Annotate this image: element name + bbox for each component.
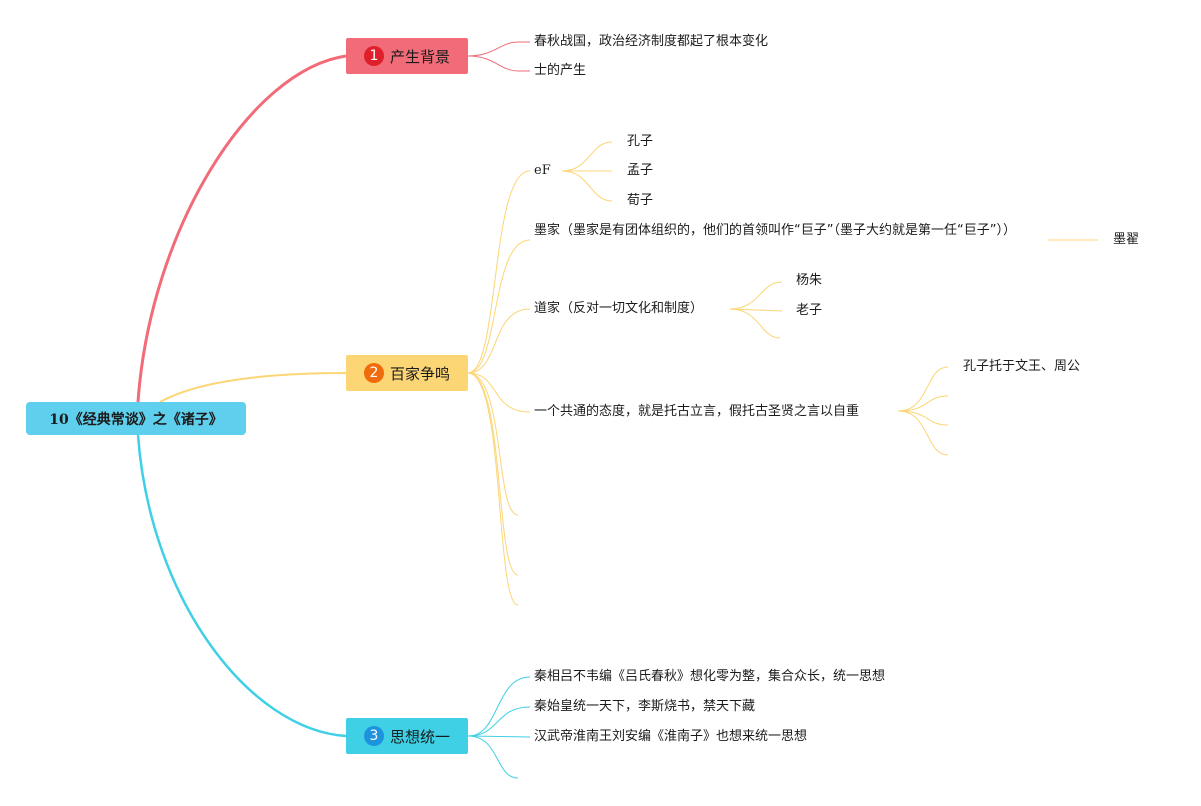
leaf-topic[interactable]: 春秋战国，政治经济制度都起了根本变化 bbox=[534, 34, 769, 49]
leaf-topic[interactable]: 秦相吕不韦编《吕氏春秋》想化零为整，集合众长，统一思想 bbox=[534, 669, 886, 684]
connector-b2-c6 bbox=[467, 372, 519, 576]
branch-unification-label: 思想统一 bbox=[389, 727, 450, 746]
connector-b2-c2 bbox=[467, 239, 531, 374]
connector-b2-c7 bbox=[467, 372, 519, 606]
connector-b2-c1 bbox=[467, 170, 531, 374]
connector-b3-l3 bbox=[467, 735, 531, 738]
connector-dao-1 bbox=[729, 281, 783, 310]
leaf-topic[interactable]: 汉武帝淮南王刘安编《淮南子》也想来统一思想 bbox=[534, 729, 808, 744]
connector-ef-3 bbox=[561, 170, 613, 202]
connector-root-branch2 bbox=[159, 372, 347, 403]
connector-b1-l1 bbox=[467, 41, 530, 57]
connector-b3-l2 bbox=[467, 706, 531, 737]
connector-b1-l2 bbox=[467, 55, 530, 72]
leaf-topic[interactable]: 荀子 bbox=[627, 193, 654, 208]
connector-root-branch3 bbox=[136, 434, 347, 738]
connector-root-branch1 bbox=[136, 54, 347, 403]
connector-ef-1 bbox=[561, 141, 613, 172]
leaf-topic[interactable]: 老子 bbox=[796, 303, 823, 318]
root-topic[interactable]: 10《经典常谈》之《诸子》 bbox=[26, 402, 246, 435]
leaf-topic-tuogu[interactable]: 一个共通的态度，就是托古立言，假托古圣贤之言以自重 bbox=[534, 404, 860, 419]
connector-b2-c3 bbox=[467, 308, 531, 374]
connector-tuogu-4 bbox=[897, 410, 949, 456]
branch-unification[interactable]: 3 思想统一 bbox=[346, 718, 468, 754]
connector-tuogu-2 bbox=[897, 395, 949, 412]
leaf-topic[interactable]: 孔子 bbox=[627, 134, 654, 149]
leaf-topic[interactable]: 士的产生 bbox=[534, 63, 587, 78]
connector-dao-3 bbox=[729, 308, 781, 339]
priority-3-icon: 3 bbox=[363, 726, 384, 746]
leaf-topic[interactable]: 墨翟 bbox=[1113, 232, 1140, 247]
branch-hundred-schools[interactable]: 2 百家争鸣 bbox=[346, 355, 468, 391]
leaf-topic-daojia[interactable]: 道家（反对一切文化和制度） bbox=[534, 301, 704, 316]
leaf-topic-mojia[interactable]: 墨家（墨家是有团体组织的，他们的首领叫作“巨子”（墨子大约就是第一任“巨子”）） bbox=[534, 223, 1016, 238]
priority-2-icon: 2 bbox=[363, 363, 384, 383]
priority-1-icon: 1 bbox=[363, 46, 384, 66]
connector-b3-l1 bbox=[467, 676, 531, 737]
connector-b2-c5 bbox=[467, 372, 519, 516]
leaf-topic-ef[interactable]: eF bbox=[534, 163, 551, 178]
connector-dao-2 bbox=[729, 308, 783, 312]
leaf-topic[interactable]: 孟子 bbox=[627, 163, 654, 178]
connector-tuogu-3 bbox=[897, 410, 949, 426]
connector-tuogu-1 bbox=[897, 366, 949, 412]
branch-background-label: 产生背景 bbox=[389, 47, 450, 66]
root-topic-label: 10《经典常谈》之《诸子》 bbox=[49, 411, 223, 428]
leaf-topic[interactable]: 秦始皇统一天下，李斯烧书，禁天下藏 bbox=[534, 699, 756, 714]
branch-background[interactable]: 1 产生背景 bbox=[346, 38, 468, 74]
leaf-topic[interactable]: 孔子托于文王、周公 bbox=[963, 359, 1081, 374]
leaf-topic[interactable]: 杨朱 bbox=[796, 273, 823, 288]
connector-b2-c4 bbox=[467, 372, 531, 413]
connector-b3-l4 bbox=[467, 735, 519, 779]
branch-hundred-schools-label: 百家争鸣 bbox=[389, 364, 450, 383]
